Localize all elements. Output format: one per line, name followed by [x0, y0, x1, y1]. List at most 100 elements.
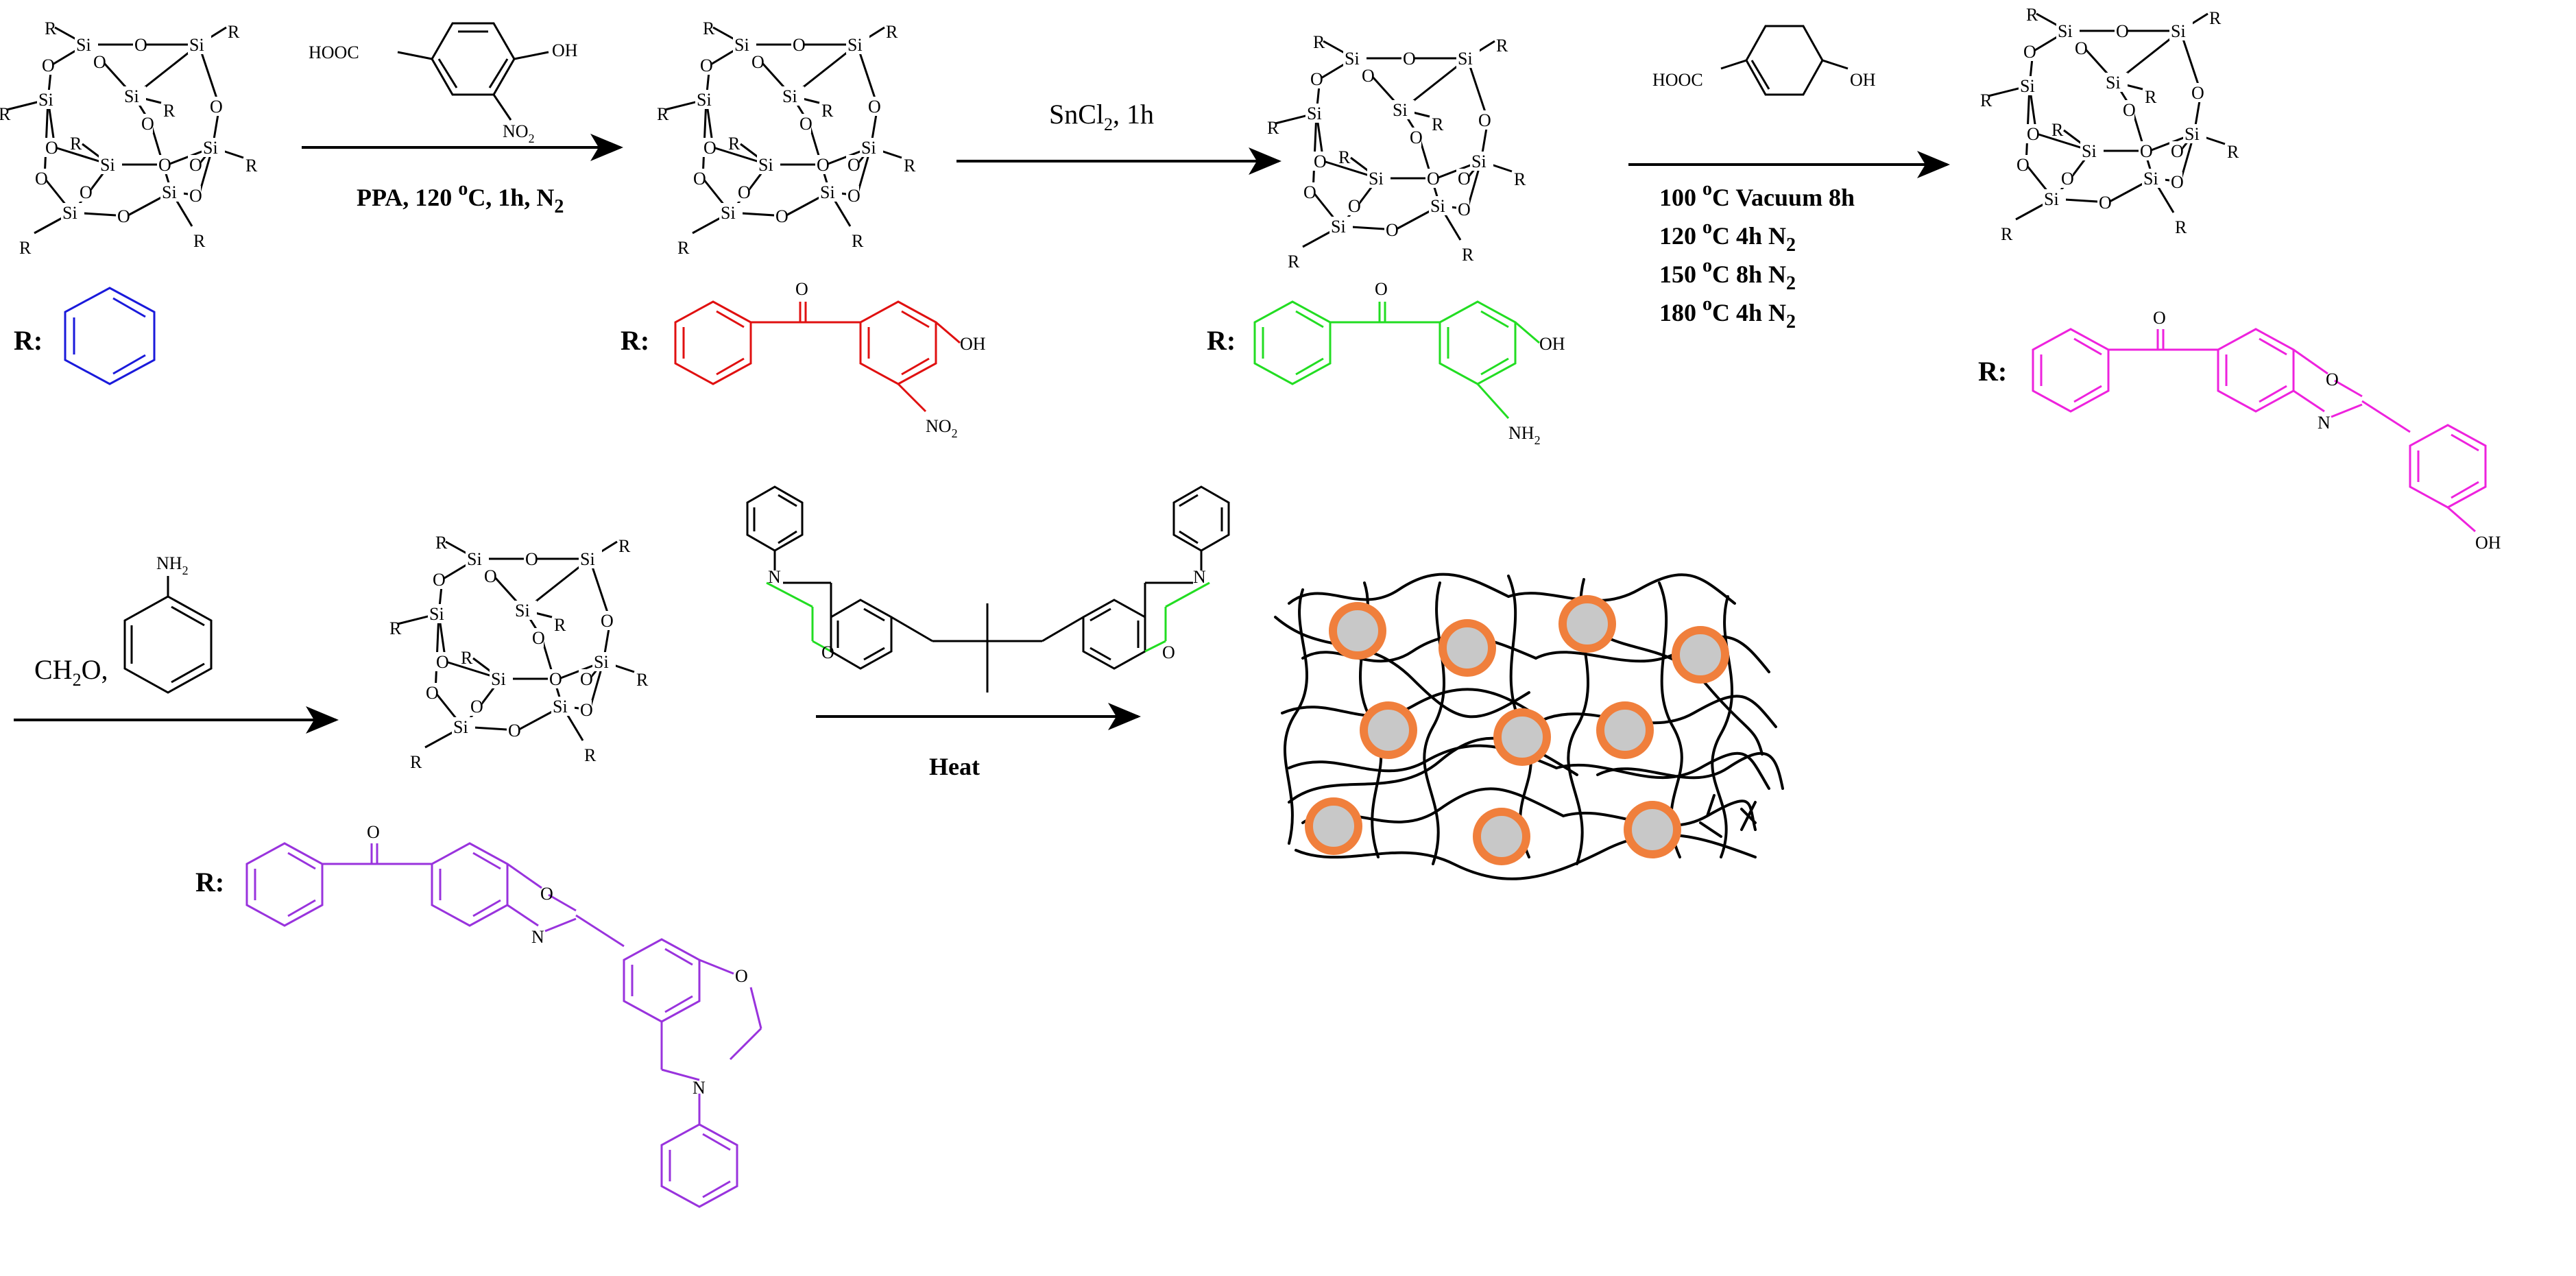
cage-si: Si [2106, 73, 2121, 93]
cage-r: R [904, 156, 916, 176]
cage-o: O [1348, 196, 1361, 216]
cage-r: R [410, 752, 422, 772]
cage-si: Si [162, 182, 177, 202]
arrow-step-1: PPA, 120 oC, 1h, N2 HOOC OH NO2 [302, 22, 623, 217]
arrow2-conditions: SnCl2, 1h [1049, 99, 1154, 134]
cage-si: Si [100, 155, 115, 175]
cage-r: R [677, 238, 690, 258]
cage-o: O [738, 182, 751, 202]
cage-o: O [470, 697, 483, 717]
cage-o: O [2171, 141, 2184, 161]
hydroxybenzoic-acid [1720, 25, 1849, 96]
cage-r: R [228, 22, 240, 42]
aniline-nh2: NH2 [156, 553, 189, 577]
r2-carbonyl-o: O [795, 279, 808, 299]
bis-benzoxazine-monomer [746, 485, 1230, 693]
r5-oxazine-o: O [735, 966, 748, 986]
cage-o: O [141, 114, 154, 134]
r5-oxazine-n: N [693, 1078, 706, 1098]
cage-o: O [793, 35, 806, 55]
cage-o: O [601, 611, 614, 631]
monomer-n-right: N [1193, 567, 1206, 587]
cage-o: O [433, 570, 446, 590]
cage-o: O [2061, 169, 2074, 189]
cage-o: O [93, 52, 106, 72]
r5-carbonyl-o: O [367, 822, 380, 842]
cage-si: Si [782, 86, 797, 106]
cage-r: R [1496, 36, 1508, 56]
monomer-o-left: O [821, 642, 834, 662]
benzoxazole-phenol [2032, 328, 2487, 533]
arrow-step-4: CH2O, NH2 [14, 553, 339, 734]
cage-r: R [435, 533, 448, 553]
cage-o: O [210, 97, 223, 117]
cage-r: R [657, 104, 669, 124]
cage-si: Si [2082, 141, 2097, 161]
cage-si: Si [1471, 152, 1486, 171]
cage-r: R [2209, 8, 2222, 28]
cage-r: R [2051, 120, 2064, 140]
cage-si: Si [2171, 21, 2186, 41]
cage-o: O [700, 56, 713, 75]
cage-o: O [1458, 200, 1471, 219]
cage-si: Si [2184, 124, 2200, 144]
cage-si: Si [1393, 100, 1408, 120]
cage-o: O [2027, 124, 2040, 144]
cage-r: R [1338, 147, 1351, 167]
cage-o: O [693, 169, 706, 189]
arrow3-cond-line-1: 100 oC Vacuum 8h [1659, 178, 1855, 211]
r-group-2: R: O OH NO2 [621, 279, 986, 440]
nitrophenyl-ketone [674, 300, 961, 413]
cage-o: O [1303, 182, 1316, 202]
r-label-5: R: [195, 867, 224, 898]
r5-ring-o: O [540, 884, 553, 904]
r-group-5: R: O O N O N [195, 822, 762, 1208]
cage-o: O [2191, 83, 2204, 103]
cage-si: Si [734, 35, 749, 55]
arrow-step-2: SnCl2, 1h [956, 99, 1281, 175]
polymer-chain [1283, 588, 1308, 845]
cage-o: O [1310, 69, 1323, 89]
r4-ring-n: N [2318, 413, 2331, 433]
poss-particle [1360, 701, 1417, 759]
poss-particle [1672, 626, 1729, 684]
r-label-4: R: [1978, 356, 2007, 387]
cage-si: Si [553, 697, 568, 717]
nitro-hydroxybenzoic-acid [397, 22, 549, 121]
cage-o: O [426, 683, 439, 703]
cage-o: O [549, 669, 562, 689]
cage-o: O [189, 155, 202, 175]
cage-o: O [580, 700, 593, 720]
polymer-chain [1740, 801, 1757, 831]
cage-si: Si [76, 35, 91, 55]
cage-si: Si [1331, 217, 1346, 237]
cage-si: Si [1307, 104, 1322, 123]
arrow-step-5: Heat [746, 485, 1230, 780]
cage-o: O [525, 549, 538, 569]
cage-o: O [2023, 42, 2036, 62]
cage-o: O [2116, 21, 2129, 41]
cage-o: O [2123, 100, 2136, 120]
poss-particle [1329, 602, 1386, 660]
r3-carbonyl-o: O [1375, 279, 1388, 299]
poss-particle [1305, 797, 1362, 855]
cage-r: R [461, 648, 473, 668]
polymer-chain [1555, 751, 1770, 790]
cage-si: Si [2020, 76, 2035, 96]
cage-r: R [45, 19, 57, 38]
r-label-3: R: [1207, 325, 1236, 356]
cage-o: O [1314, 152, 1327, 171]
polymer-chain [1699, 794, 1722, 838]
r2-no2: NO2 [926, 416, 958, 440]
cage-r: R [821, 101, 834, 121]
cage-r: R [19, 238, 32, 258]
cage-r: R [886, 22, 898, 42]
r-group-1: R: [14, 287, 156, 385]
cage-si: Si [861, 138, 876, 158]
cage-o: O [2099, 193, 2112, 213]
cage-o: O [1478, 110, 1491, 130]
